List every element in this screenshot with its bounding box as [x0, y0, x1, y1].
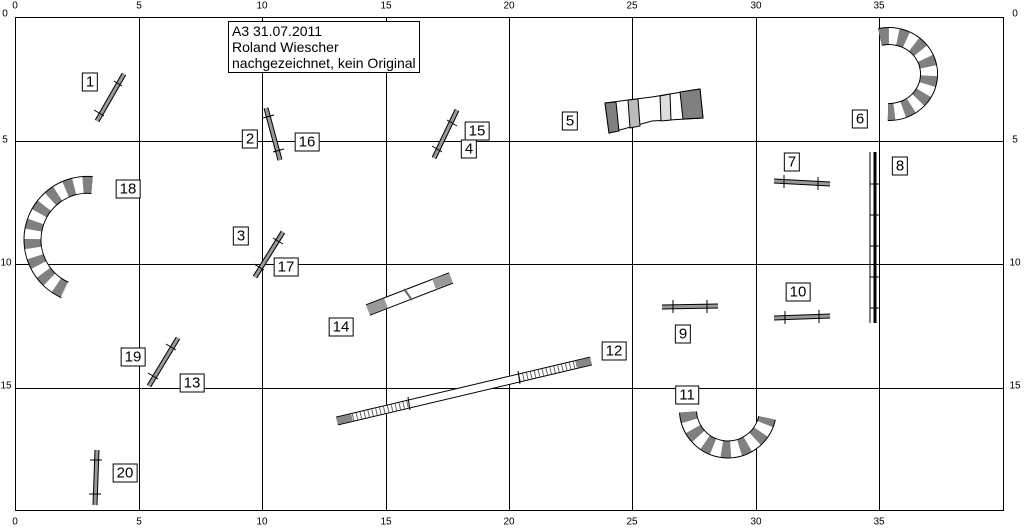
jump-20 [89, 449, 102, 506]
weave-8 [869, 152, 880, 323]
jump-2-16 [262, 107, 285, 161]
x-tick-35-bottom: 35 [873, 516, 885, 528]
obstacle-number-19: 19 [120, 347, 146, 367]
obstacle-number-13: 13 [179, 373, 205, 393]
jumps [89, 72, 831, 506]
x-tick-0-bottom: 0 [12, 516, 18, 528]
x-tick-20: 20 [503, 0, 515, 12]
x-tick-25: 25 [626, 0, 638, 12]
tunnel-5 [604, 88, 704, 134]
x-tick-5: 5 [136, 0, 142, 12]
obstacle-number-2: 2 [241, 129, 259, 149]
tunnel-11 [679, 410, 776, 459]
grid [15, 17, 1004, 511]
obstacle-number-4: 4 [460, 139, 478, 159]
obstacle-number-10: 10 [785, 282, 811, 302]
obstacle-number-17: 17 [273, 257, 299, 277]
obstacle-number-15: 15 [464, 121, 490, 141]
info-author: Roland Wiescher [232, 39, 339, 55]
x-tick-10: 10 [256, 0, 268, 12]
course-info-box: A3 31.07.2011 Roland Wiescher nachgezeic… [228, 21, 420, 73]
x-tick-25-bottom: 25 [626, 516, 638, 528]
x-tick-10-bottom: 10 [256, 516, 268, 528]
y-tick-5: 5 [2, 134, 8, 146]
jump-9 [661, 300, 719, 313]
x-tick-20-bottom: 20 [503, 516, 515, 528]
obstacle-number-1: 1 [81, 72, 99, 92]
y-tick-15-right: 15 [1009, 380, 1021, 392]
seesaw-14 [365, 272, 454, 316]
y-tick-5-right: 5 [1012, 134, 1018, 146]
info-title: A3 31.07.2011 [232, 23, 323, 39]
tunnel-6 [878, 27, 939, 122]
y-tick-0: 0 [2, 8, 8, 20]
obstacle-number-14: 14 [328, 317, 354, 337]
y-tick-15: 15 [0, 380, 12, 392]
obstacle-number-5: 5 [561, 111, 579, 131]
obstacle-number-3: 3 [232, 226, 250, 246]
x-tick-30: 30 [750, 0, 762, 12]
y-tick-0-right: 0 [1012, 8, 1018, 20]
obstacle-number-16: 16 [294, 132, 320, 152]
info-note: nachgezeichnet, kein Original [232, 55, 416, 71]
y-tick-10-right: 10 [1009, 257, 1021, 269]
obstacle-number-11: 11 [675, 385, 699, 405]
dogwalk-12 [335, 356, 593, 426]
obstacle-number-8: 8 [891, 156, 909, 176]
jump-10 [773, 310, 831, 324]
tunnel-18 [23, 175, 93, 299]
obstacle-number-6: 6 [851, 109, 869, 129]
x-tick-35: 35 [873, 0, 885, 12]
jump-19-13 [146, 336, 181, 388]
obstacle-number-12: 12 [601, 341, 627, 361]
jump-7 [773, 175, 831, 190]
obstacle-number-9: 9 [674, 324, 692, 344]
obstacle-number-7: 7 [783, 152, 801, 172]
tunnels [23, 27, 939, 459]
jump-15-4 [431, 108, 460, 160]
obstacle-number-20: 20 [112, 463, 138, 483]
x-tick-15-bottom: 15 [380, 516, 392, 528]
x-tick-5-bottom: 5 [136, 516, 142, 528]
y-tick-10: 10 [0, 257, 12, 269]
x-tick-30-bottom: 30 [750, 516, 762, 528]
x-tick-15: 15 [380, 0, 392, 12]
jump-1 [93, 72, 127, 123]
obstacle-number-18: 18 [115, 179, 141, 199]
x-tick-0: 0 [12, 0, 18, 12]
jump-3-17 [252, 230, 286, 279]
